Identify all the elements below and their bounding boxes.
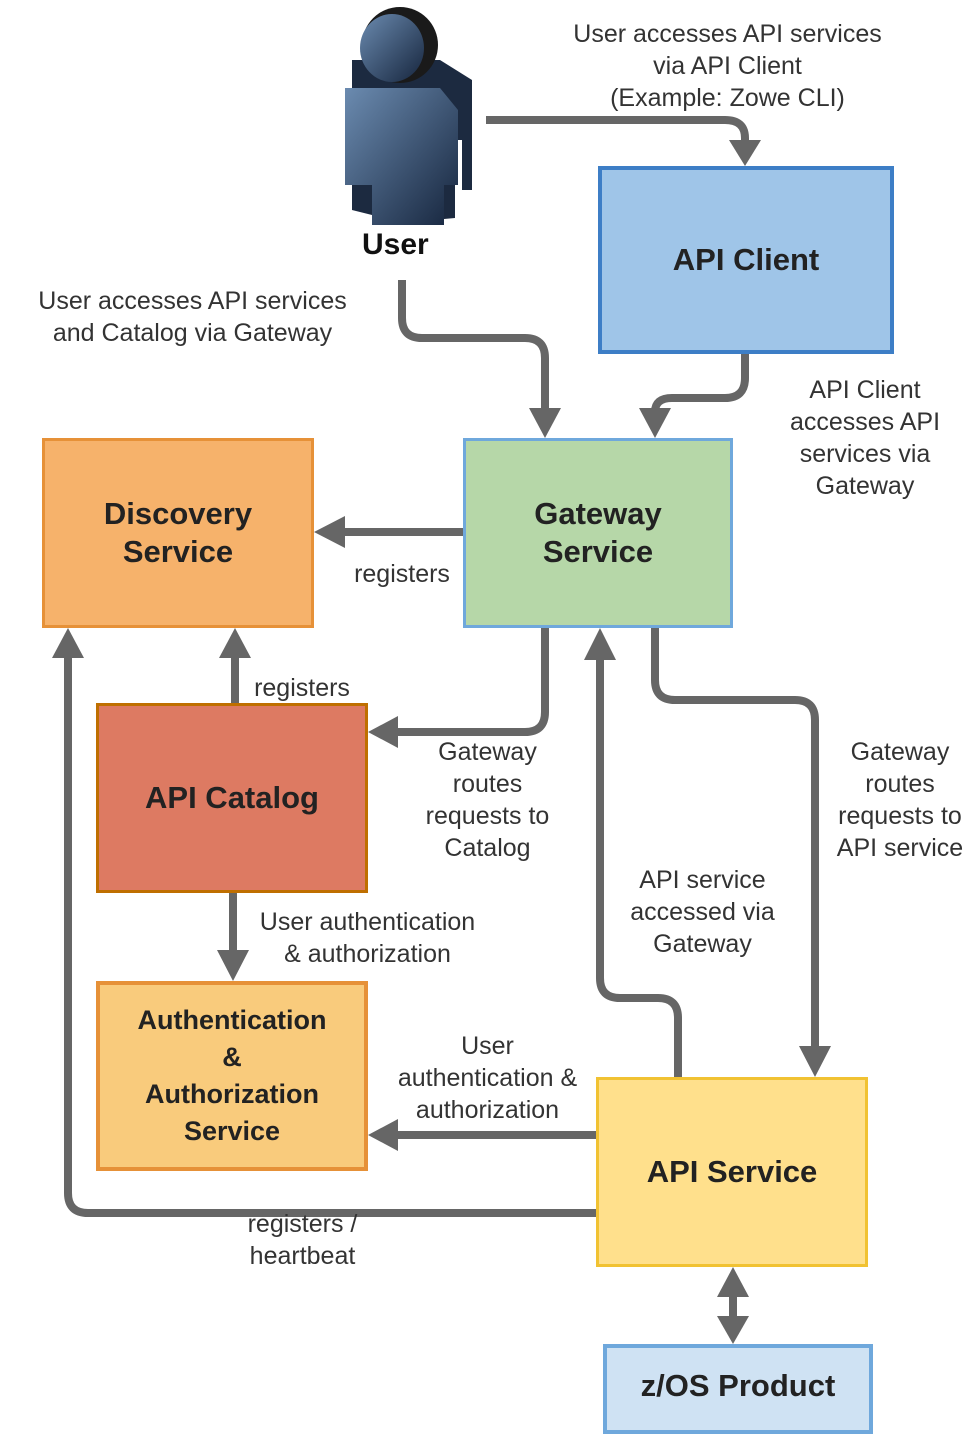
arrowhead-discovery-service xyxy=(52,628,84,658)
arrowhead-discovery-gateway xyxy=(314,516,345,548)
label-heartbeat: registers / heartbeat xyxy=(247,1210,358,1270)
user-label: User xyxy=(362,228,429,261)
arrowhead-auth-service xyxy=(368,1119,398,1151)
user-icon xyxy=(345,7,472,225)
label-gateway-registers: registers xyxy=(354,560,450,588)
auth-label-line-3: Authorization xyxy=(145,1079,319,1109)
zos-label: z/OS Product xyxy=(640,1368,836,1403)
arrow-service-to-gateway xyxy=(596,660,682,1077)
api-client-label: API Client xyxy=(672,242,820,277)
label-gateway-to-service: Gateway routes requests to API service xyxy=(836,738,964,862)
gateway-label-line-1: Gateway xyxy=(534,496,662,531)
arrow-gateway-to-catalog xyxy=(398,628,549,736)
api-service-box: API Service xyxy=(596,1077,868,1267)
arrow-user-to-client xyxy=(486,116,749,145)
arrowhead-gateway-client xyxy=(639,408,671,438)
label-service-auth: User authentication & authorization xyxy=(397,1032,578,1124)
api-catalog-box: API Catalog xyxy=(96,703,368,893)
arrowhead-catalog-gateway xyxy=(368,716,398,748)
discovery-label-line-1: Discovery xyxy=(103,496,253,531)
label-client-to-gateway: API Client accesses API services via Gat… xyxy=(789,376,941,500)
label-service-via-gateway: API service accessed via Gateway xyxy=(630,866,775,958)
discovery-label-line-2: Service xyxy=(122,534,234,569)
label-user-to-client: User accesses API services via API Clien… xyxy=(573,20,882,112)
label-user-to-gateway: User accesses API services and Catalog v… xyxy=(38,287,347,347)
arrowhead-gateway-service xyxy=(584,628,616,660)
arrowhead-auth-catalog xyxy=(217,950,249,981)
arrow-client-to-gateway xyxy=(651,354,749,413)
arrowhead-service-zos-down xyxy=(717,1316,749,1344)
arrowhead-service-gateway xyxy=(799,1046,831,1077)
zos-product-box: z/OS Product xyxy=(603,1344,873,1434)
arrow-service-to-discovery xyxy=(64,658,596,1217)
arrowhead-service-zos-up xyxy=(717,1267,749,1297)
arrowhead-discovery-catalog xyxy=(219,628,251,658)
api-service-label: API Service xyxy=(646,1154,818,1189)
arrow-user-to-gateway xyxy=(398,280,549,410)
auth-label-line-1: Authentication xyxy=(137,1005,327,1035)
arrowhead-client xyxy=(729,140,761,166)
auth-label-line-2: & xyxy=(222,1042,242,1072)
discovery-service-box: Discovery Service xyxy=(42,438,314,628)
gateway-label-line-2: Service xyxy=(542,534,654,569)
auth-label-line-4: Service xyxy=(183,1116,281,1146)
label-catalog-auth: User authentication & authorization xyxy=(259,908,476,968)
api-client-box: API Client xyxy=(598,166,894,354)
arrow-gateway-to-service xyxy=(651,628,819,1048)
auth-service-box: Authentication & Authorization Service xyxy=(96,981,368,1171)
arrowhead-gateway-user xyxy=(529,408,561,438)
label-gateway-to-catalog: Gateway routes requests to Catalog xyxy=(425,738,550,862)
catalog-label: API Catalog xyxy=(145,780,319,815)
gateway-service-box: Gateway Service xyxy=(463,438,733,628)
label-catalog-registers: registers xyxy=(254,674,350,702)
